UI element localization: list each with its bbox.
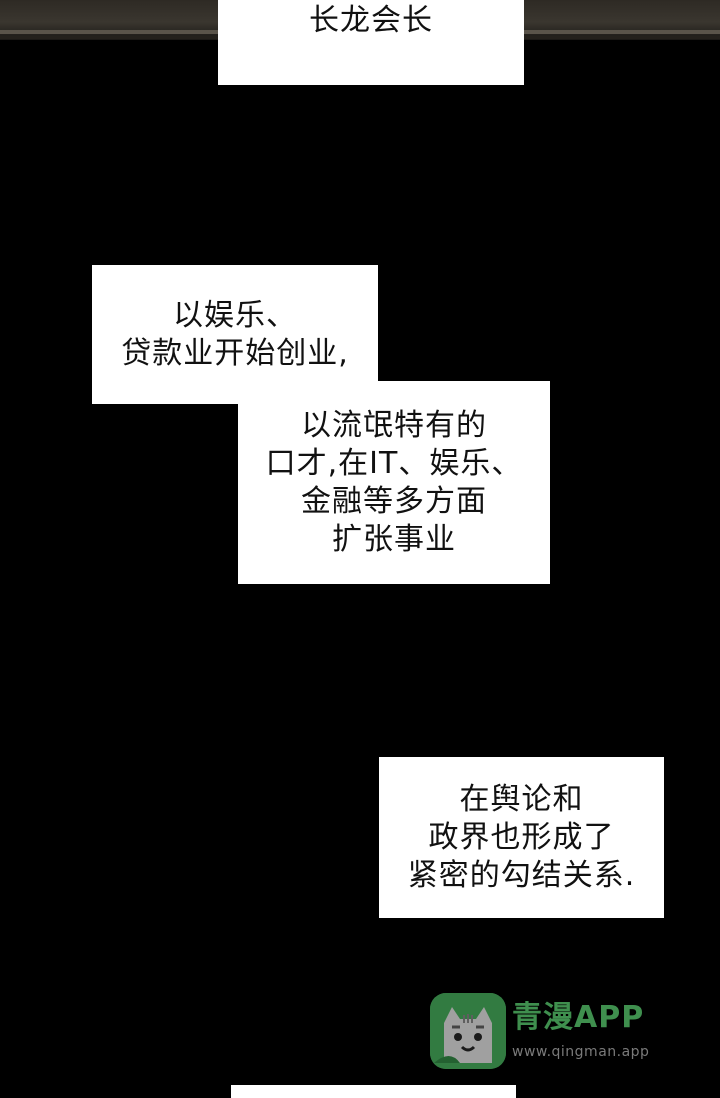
caption-line: 以娱乐、: [173, 297, 297, 333]
watermark-title: 青漫APP: [512, 1000, 645, 1035]
caption-line: 金融等多方面: [301, 483, 487, 519]
caption-box-next-partial: [231, 1085, 516, 1098]
caption-line: 在舆论和: [459, 781, 584, 817]
caption-box-expansion: 以流氓特有的 口才,在IT、娱乐、 金融等多方面 扩张事业: [238, 381, 550, 584]
cat-face-icon: [430, 993, 506, 1069]
caption-line: 口才,在IT、娱乐、: [265, 445, 523, 481]
caption-box-collusion: 在舆论和 政界也形成了 紧密的勾结关系.: [379, 757, 664, 918]
caption-box-title: 长龙会长: [218, 0, 524, 85]
watermark: 青漫APP www.qingman.app: [430, 993, 680, 1071]
caption-line: 贷款业开始创业,: [121, 335, 349, 371]
caption-line: 长龙会长: [309, 3, 433, 38]
caption-line: 扩张事业: [332, 521, 456, 557]
caption-line: 以流氓特有的: [301, 407, 487, 443]
caption-line: 紧密的勾结关系.: [407, 857, 636, 893]
caption-line: 政界也形成了: [428, 819, 615, 855]
caption-box-origin: 以娱乐、 贷款业开始创业,: [92, 265, 378, 404]
watermark-url: www.qingman.app: [512, 1044, 650, 1060]
